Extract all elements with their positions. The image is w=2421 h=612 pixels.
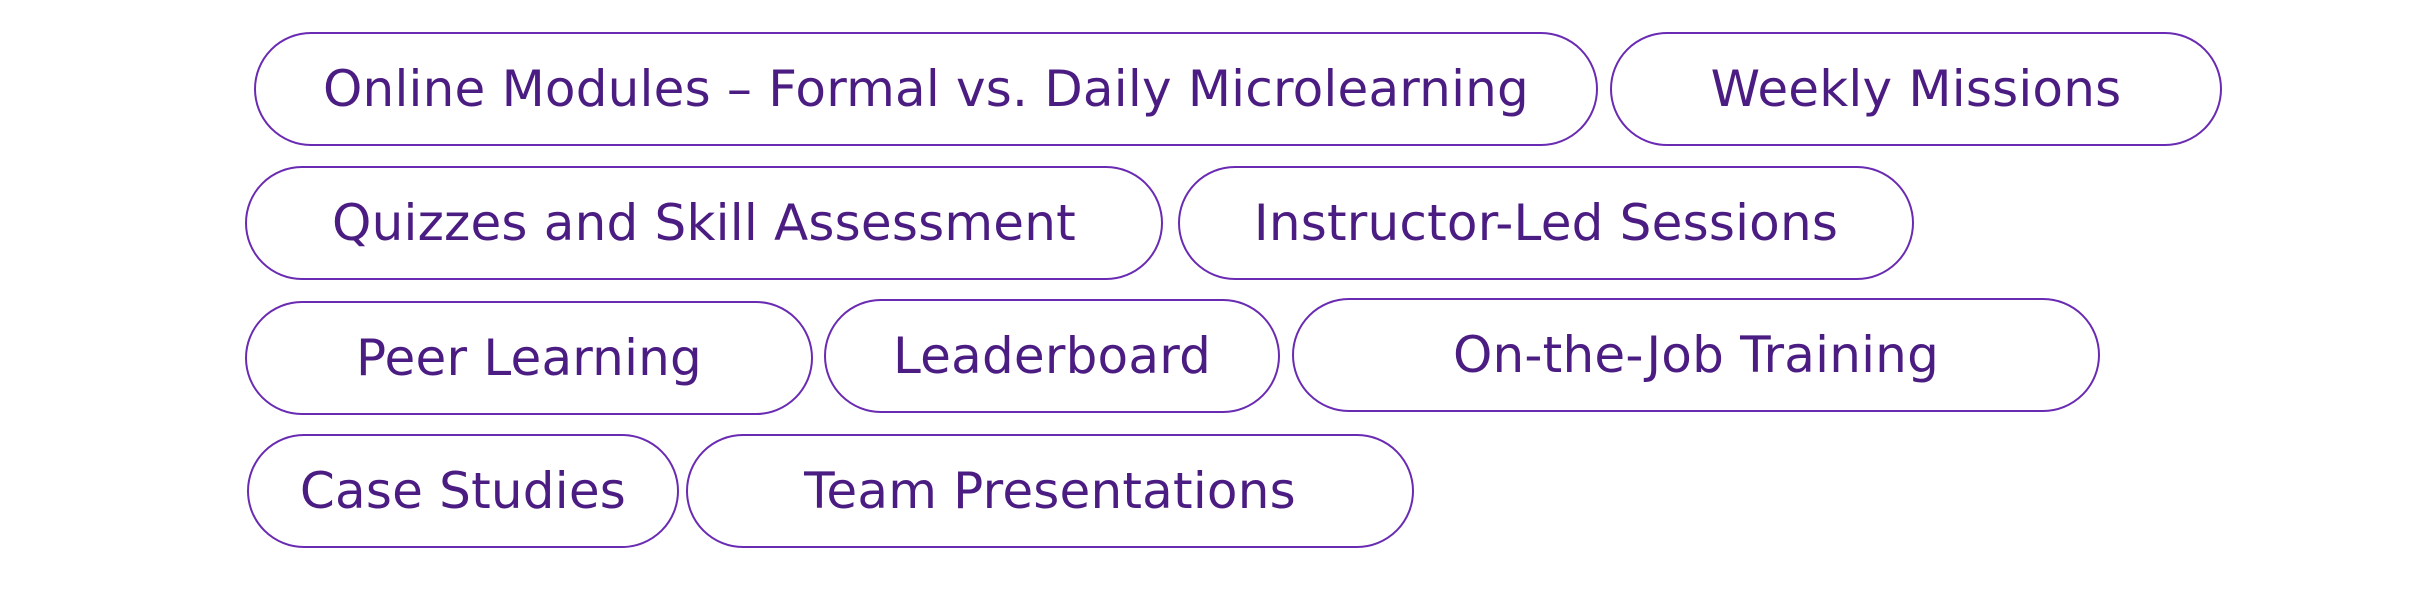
tag-label: Weekly Missions	[1710, 60, 2122, 118]
tag-instructor-led-sessions[interactable]: Instructor-Led Sessions	[1178, 166, 1914, 280]
tag-case-studies[interactable]: Case Studies	[247, 434, 679, 548]
tag-label: Team Presentations	[804, 462, 1296, 520]
tag-label: Instructor-Led Sessions	[1253, 194, 1839, 252]
tag-on-the-job-training[interactable]: On-the-Job Training	[1292, 298, 2100, 412]
tag-weekly-missions[interactable]: Weekly Missions	[1610, 32, 2222, 146]
tag-label: Quizzes and Skill Assessment	[332, 194, 1076, 252]
tag-peer-learning[interactable]: Peer Learning	[245, 301, 813, 415]
tag-label: On-the-Job Training	[1452, 326, 1940, 384]
tag-label: Leaderboard	[892, 327, 1212, 385]
tag-quizzes-skill-assessment[interactable]: Quizzes and Skill Assessment	[245, 166, 1163, 280]
tag-label: Peer Learning	[355, 329, 702, 387]
tag-leaderboard[interactable]: Leaderboard	[824, 299, 1280, 413]
tag-label: Online Modules – Formal vs. Daily Microl…	[323, 60, 1529, 118]
tag-online-modules[interactable]: Online Modules – Formal vs. Daily Microl…	[254, 32, 1598, 146]
tag-label: Case Studies	[299, 462, 627, 520]
tag-team-presentations[interactable]: Team Presentations	[686, 434, 1414, 548]
